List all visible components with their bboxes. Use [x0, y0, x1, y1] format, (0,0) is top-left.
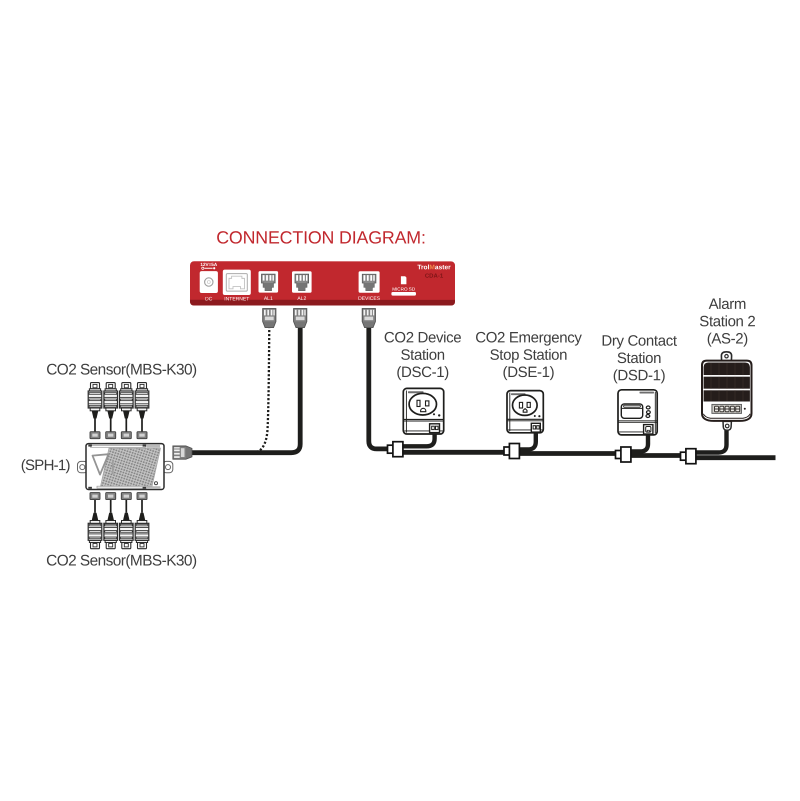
svg-text:Dry Contact: Dry Contact — [601, 333, 678, 350]
svg-text:TrolMaster: TrolMaster — [417, 264, 451, 271]
svg-text:(AS-2): (AS-2) — [707, 331, 749, 348]
svg-text:Station: Station — [400, 347, 444, 364]
svg-text:CO2 Emergency: CO2 Emergency — [475, 329, 582, 346]
svg-text:12V=5A: 12V=5A — [200, 262, 217, 267]
svg-text:(DSC-1): (DSC-1) — [396, 364, 449, 381]
svg-text:AL1: AL1 — [264, 296, 273, 302]
svg-text:DEVICES: DEVICES — [358, 296, 381, 302]
svg-text:Alarm: Alarm — [709, 296, 746, 313]
svg-text:AL2: AL2 — [297, 296, 306, 302]
svg-text:DC: DC — [205, 296, 213, 302]
svg-text:(SPH-1): (SPH-1) — [21, 457, 71, 474]
svg-text:Station 2: Station 2 — [699, 313, 755, 330]
svg-text:(DSD-1): (DSD-1) — [613, 367, 666, 384]
svg-text:Station: Station — [617, 350, 661, 367]
svg-text:CO2 Sensor(MBS-K30): CO2 Sensor(MBS-K30) — [46, 552, 197, 569]
svg-text:CO2 Sensor(MBS-K30): CO2 Sensor(MBS-K30) — [46, 361, 197, 378]
svg-text:(DSE-1): (DSE-1) — [503, 364, 555, 381]
svg-text:Stop Station: Stop Station — [490, 347, 568, 364]
svg-text:INTERNET: INTERNET — [224, 296, 249, 302]
svg-text:CONNECTION DIAGRAM:: CONNECTION DIAGRAM: — [216, 227, 426, 247]
svg-text:CO2 Device: CO2 Device — [384, 329, 461, 346]
svg-text:CDA-1: CDA-1 — [425, 274, 444, 280]
svg-text:MICRO SD: MICRO SD — [392, 287, 416, 292]
